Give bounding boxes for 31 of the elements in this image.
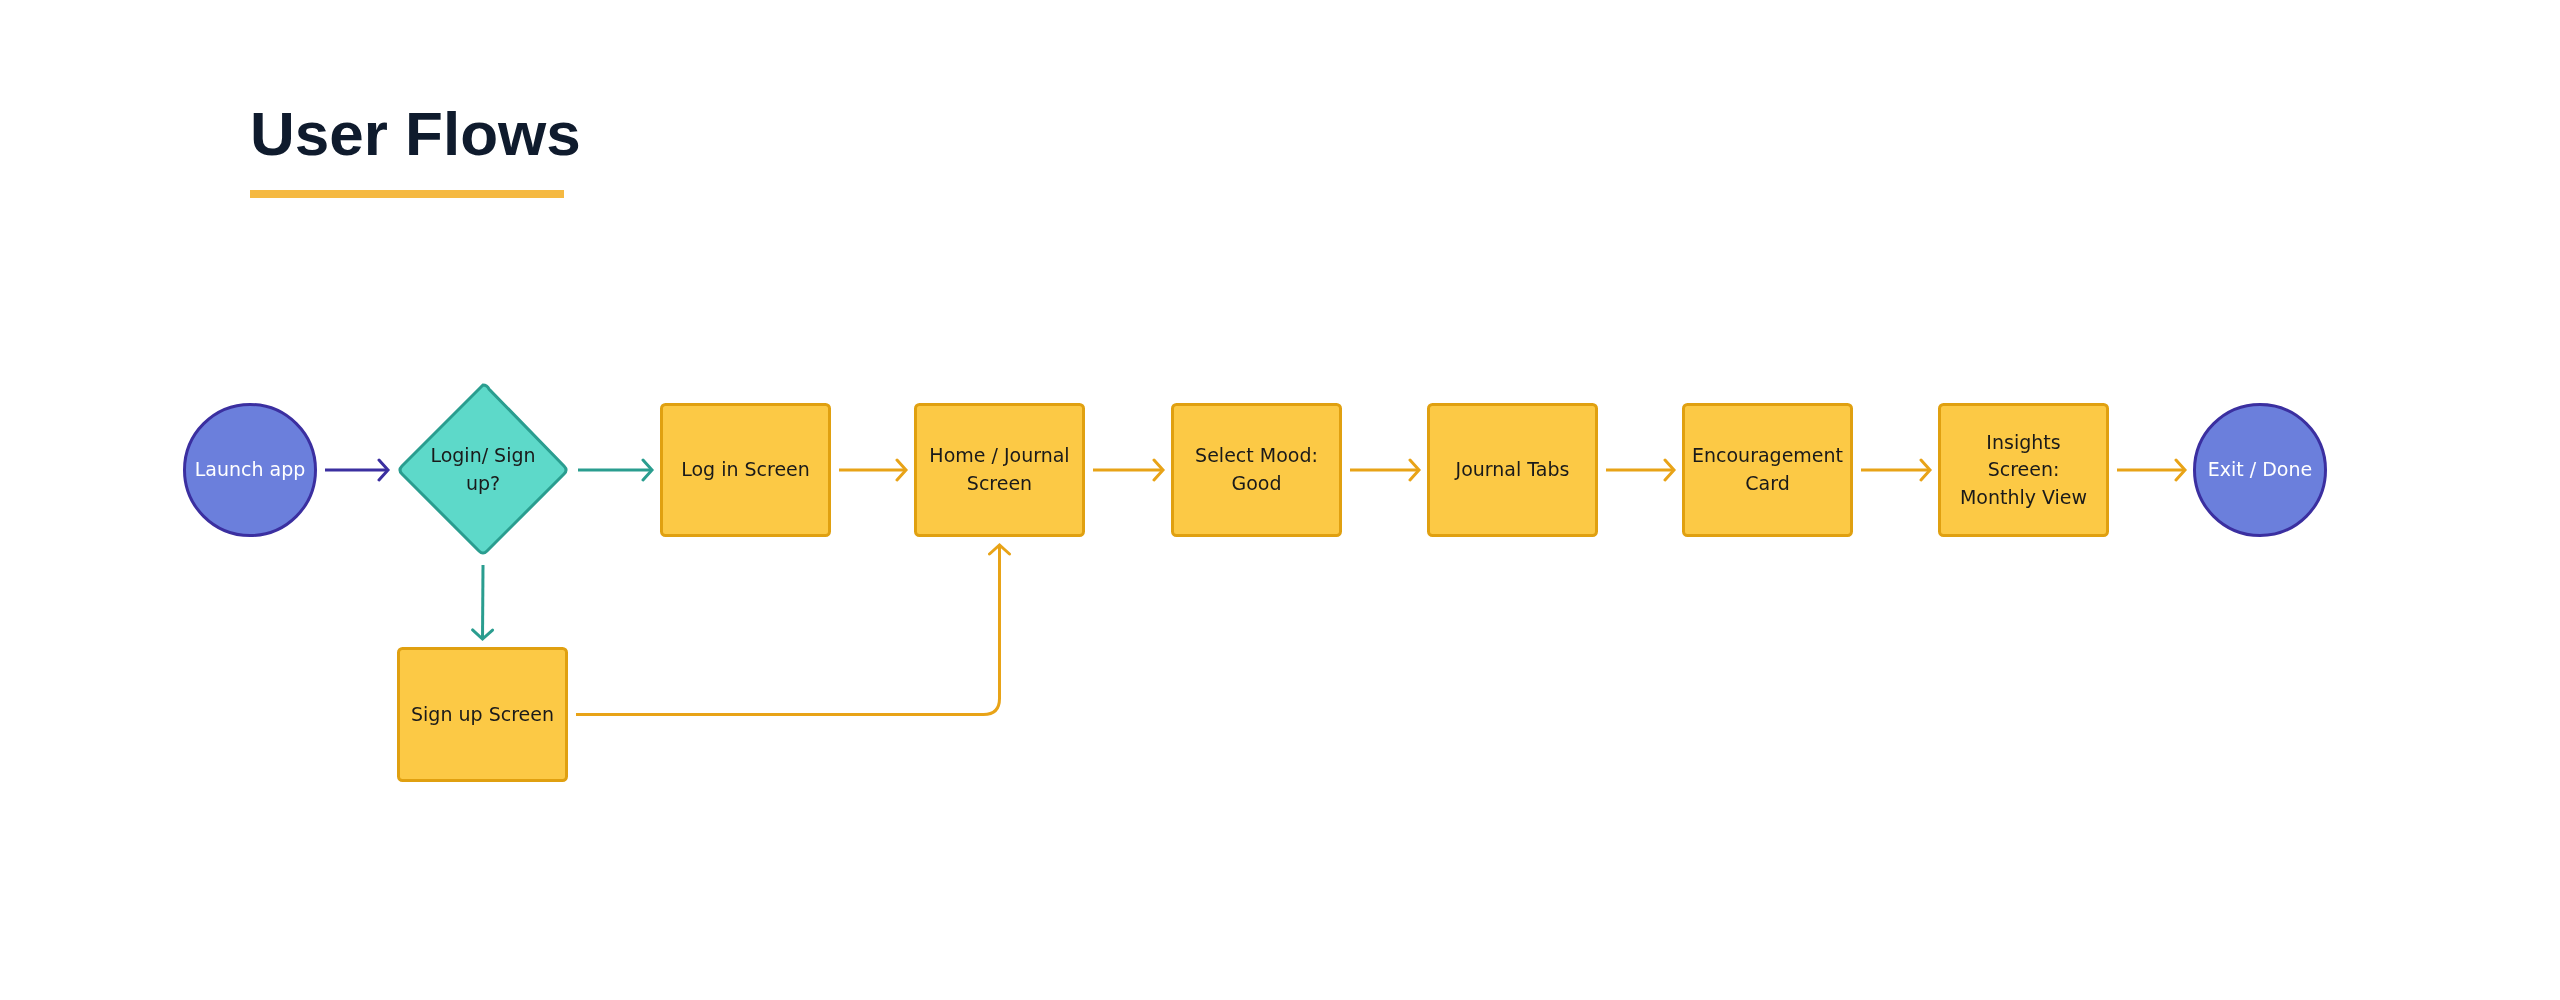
screen-box: [1938, 403, 2109, 537]
node-label: Log in Screen: [680, 457, 811, 483]
screen-box: [1171, 403, 1342, 537]
arrow: [1861, 458, 1932, 482]
arrow: [1350, 458, 1421, 482]
arrow: [2117, 458, 2187, 482]
screen-box: [1427, 403, 1598, 537]
screen-box: [660, 403, 831, 537]
node-label: Login/ Sign up?: [429, 443, 537, 496]
node-label: Encouragement Card: [1690, 443, 1845, 496]
screen-box: [397, 647, 568, 782]
node-label: Select Mood: Good: [1194, 443, 1319, 496]
arrow: [576, 543, 1011, 716]
node-label: Journal Tabs: [1453, 457, 1571, 483]
decision-diamond: [396, 383, 570, 557]
screen-box: [914, 403, 1085, 537]
node-label: Launch app: [193, 457, 307, 483]
screen-box: [1682, 403, 1853, 537]
node-label: Home / Journal Screen: [928, 443, 1071, 496]
arrow: [471, 565, 495, 641]
arrow: [578, 458, 654, 482]
arrow: [839, 458, 908, 482]
terminal-circle: [183, 403, 317, 537]
node-label: Insights Screen: Monthly View: [1958, 429, 2089, 510]
arrow: [1606, 458, 1676, 482]
arrow: [325, 458, 390, 482]
terminal-circle: [2193, 403, 2327, 537]
title: User Flows: [250, 98, 581, 169]
arrow: [1093, 458, 1165, 482]
node-label: Exit / Done: [2206, 457, 2314, 483]
node-label: Sign up Screen: [410, 701, 555, 727]
